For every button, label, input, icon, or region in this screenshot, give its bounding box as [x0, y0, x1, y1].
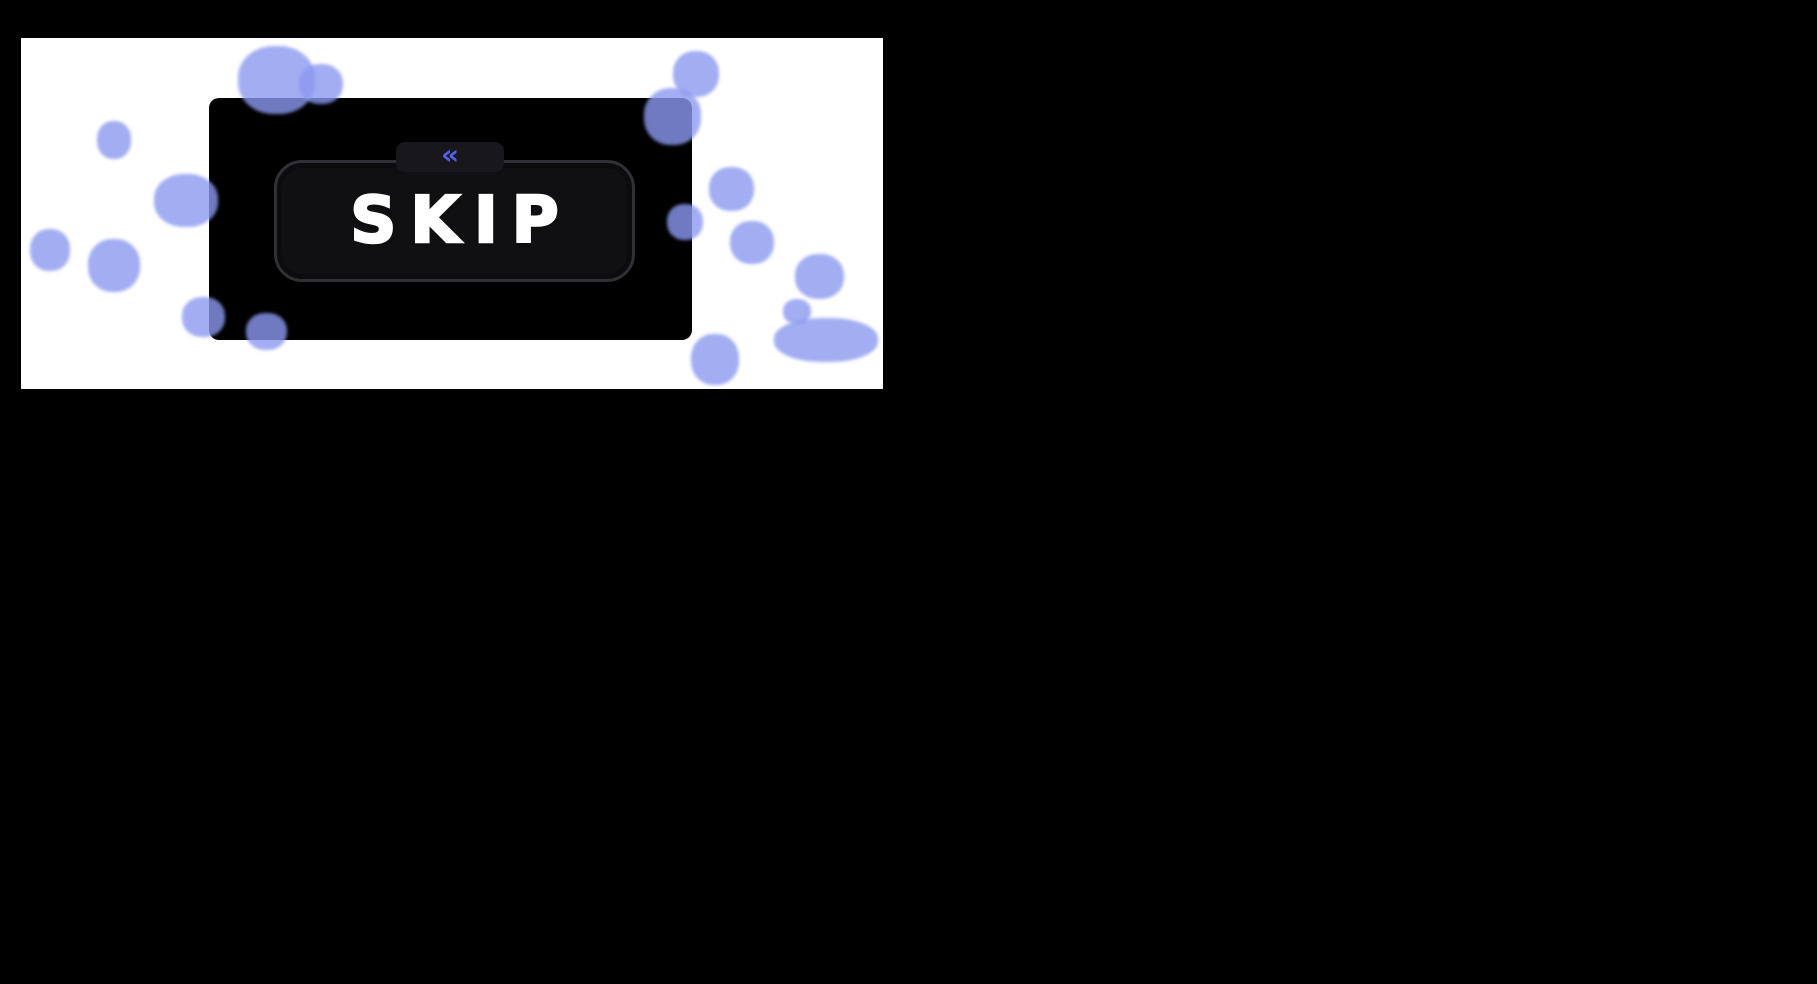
click-blob	[88, 239, 140, 292]
click-blob	[795, 254, 844, 299]
skip-button-label: SKIP	[349, 183, 573, 260]
click-blob	[30, 229, 70, 271]
click-blob	[691, 334, 739, 385]
click-blob	[774, 318, 878, 362]
click-blob	[673, 51, 719, 97]
click-blob	[97, 121, 131, 159]
skip-button[interactable]: SKIP	[274, 160, 635, 282]
double-chevron-left-icon: «	[440, 138, 460, 171]
collapse-tab[interactable]: «	[396, 138, 504, 172]
click-blob	[730, 221, 774, 264]
skip-overlay: SKIP «	[209, 98, 692, 340]
click-blob	[783, 299, 811, 324]
click-blob	[709, 167, 754, 211]
screenshot-card: SKIP «	[21, 38, 883, 389]
